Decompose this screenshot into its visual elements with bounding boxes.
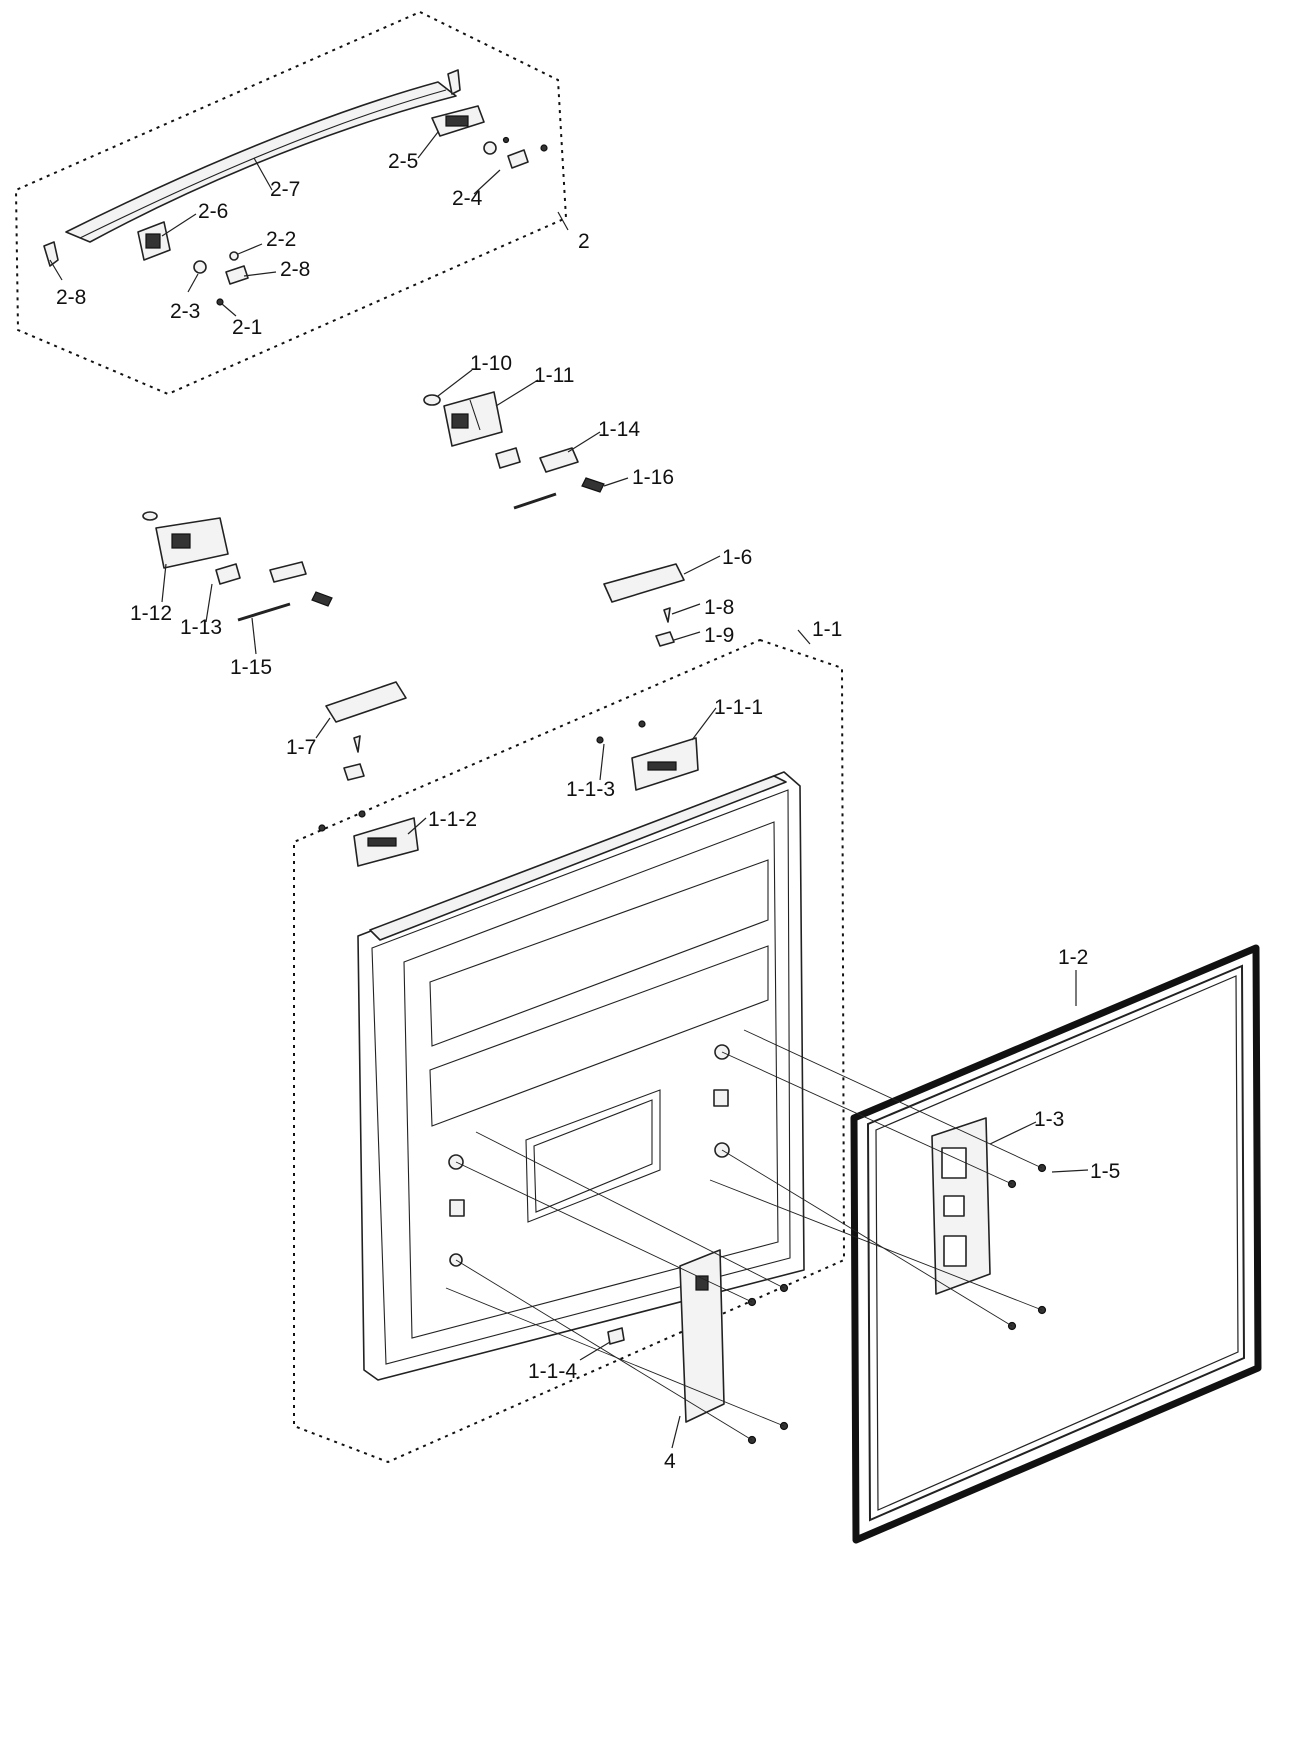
screw-2-1-part [216, 298, 224, 306]
screw-2-4-part [540, 144, 548, 152]
leader-lines [49, 131, 1089, 1449]
hinge-1-11-part [443, 391, 503, 447]
label-1-12: 1-12 [130, 602, 172, 625]
bracket-1-13-part [215, 563, 241, 585]
label-2-6: 2-6 [198, 200, 228, 223]
door-window [525, 1089, 661, 1223]
label-1-15: 1-15 [230, 656, 272, 679]
screw-2-4b-part [502, 136, 510, 144]
hinge-plate-1-3-part [931, 1117, 991, 1295]
label-2-4: 2-4 [452, 187, 483, 210]
shaft-1-15-part [237, 602, 291, 622]
label-2-1: 2-1 [232, 316, 262, 339]
cover-1-6-part [603, 563, 685, 603]
label-1-1-2: 1-1-2 [428, 808, 477, 831]
label-1-1: 1-1 [812, 618, 842, 641]
end-cap-left-part [43, 241, 59, 267]
clip-1-1-4-part [607, 1327, 625, 1345]
cap-2-4a-part [483, 141, 497, 155]
label-1-3: 1-3 [1034, 1108, 1064, 1131]
door-assembly-group [293, 638, 846, 1464]
lower-hinge-parts [142, 511, 333, 622]
label-1-9: 1-9 [704, 624, 734, 647]
hinge-plate-1-14-part [539, 447, 579, 473]
label-1-10: 1-10 [470, 352, 512, 375]
bracket-1-1-1-part [596, 720, 699, 791]
label-2-3: 2-3 [170, 300, 200, 323]
handle-holder-right-part [431, 105, 485, 137]
label-1-2: 1-2 [1058, 946, 1088, 969]
hinge-plate-4-part [679, 1249, 725, 1423]
pin-2-2-part [229, 251, 239, 261]
label-1-11: 1-11 [534, 364, 574, 387]
label-1-1-3: 1-1-3 [566, 778, 615, 801]
bracket-2-4-part [507, 149, 529, 169]
cap-2-3-part [193, 260, 207, 274]
hinge-plate-left-part [269, 561, 307, 583]
door-gasket-part [850, 944, 1262, 1544]
holder-1-9-part [655, 631, 675, 647]
door-panel-part [357, 771, 805, 1381]
door-top-cap [369, 775, 787, 941]
label-1-8: 1-8 [704, 596, 734, 619]
label-1-6: 1-6 [722, 546, 752, 569]
label-1-5: 1-5 [1090, 1160, 1120, 1183]
label-1-7: 1-7 [286, 736, 316, 759]
bracket-1-1-2-part [318, 810, 419, 867]
bracket-1-13b-part [495, 447, 521, 469]
label-1-1-4: 1-1-4 [528, 1360, 577, 1383]
alignment-lines [445, 1029, 1043, 1441]
handle-assembly-boundary [14, 10, 568, 396]
label-2-5: 2-5 [388, 150, 418, 173]
label-4: 4 [664, 1450, 676, 1473]
handle-bar-part [65, 81, 457, 243]
spring-left-part [311, 591, 333, 607]
label-1-14: 1-14 [598, 418, 640, 441]
hinge-1-12-part [155, 517, 229, 569]
upper-hinge-parts [423, 391, 605, 510]
label-2: 2 [578, 230, 590, 253]
bracket-2-8-part [225, 265, 249, 285]
end-cap-right-part [447, 69, 461, 95]
label-2-7: 2-7 [270, 178, 300, 201]
label-2-8-right: 2-8 [280, 258, 310, 281]
label-2-2: 2-2 [266, 228, 296, 251]
screw-1-8-part [663, 607, 671, 623]
handle-assembly-group [14, 10, 568, 396]
spring-1-16-part [581, 477, 605, 493]
holder-1-7-part [343, 763, 365, 781]
label-1-1-1: 1-1-1 [714, 696, 763, 719]
cover-1-7-part [325, 681, 407, 723]
label-1-16: 1-16 [632, 466, 674, 489]
shaft-upper-part [513, 492, 557, 510]
handle-holder-left-part [137, 221, 171, 261]
door-assembly-boundary [293, 638, 846, 1464]
screw-1-7-part [353, 735, 361, 753]
label-1-13: 1-13 [180, 616, 222, 639]
label-2-8-left: 2-8 [56, 286, 86, 309]
pin-left-part [142, 511, 158, 521]
pin-1-10-part [423, 394, 441, 406]
part-labels: 2 2-5 2-4 2-7 2-6 2-2 2-8 2-8 2-3 2-1 1-… [56, 150, 1120, 1473]
